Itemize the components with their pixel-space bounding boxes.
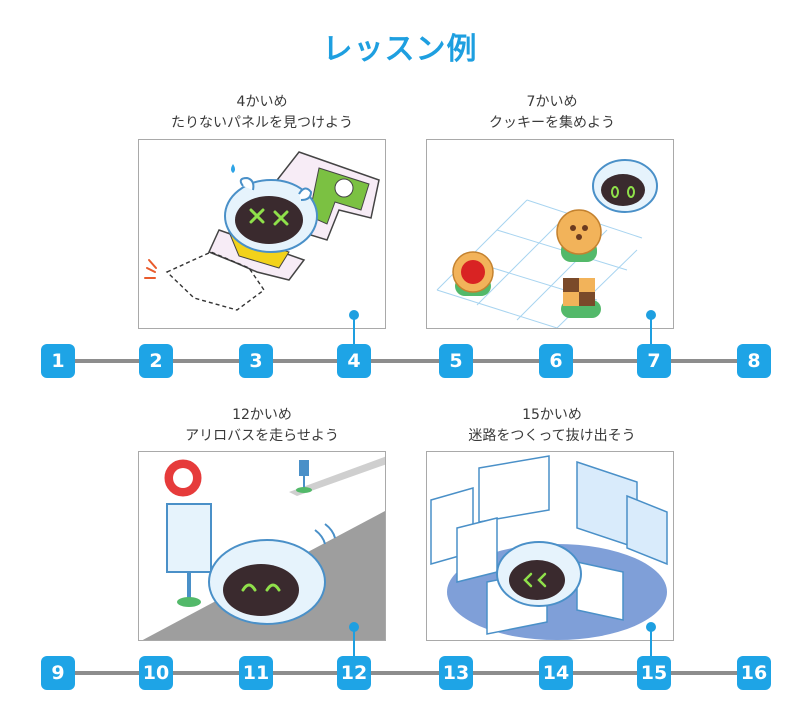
lesson-12-caption: 12かいめ アリロバスを走らせよう — [112, 405, 412, 447]
robot-bus — [208, 539, 326, 625]
lesson-7-illustration — [426, 139, 674, 329]
lesson-15-number: 15かいめ — [522, 407, 582, 423]
lesson-step-4: 4 — [337, 344, 371, 378]
lesson-step-15: 15 — [637, 656, 671, 690]
cookie-flower — [556, 209, 602, 262]
robot-happy — [592, 159, 658, 213]
robot-confused — [224, 176, 318, 253]
lesson-12-illustration — [138, 451, 386, 641]
distant-sign — [296, 460, 312, 493]
lesson-15-caption: 15かいめ 迷路をつくって抜け出そう — [402, 405, 702, 447]
page-title: レッスン例 — [322, 32, 478, 67]
lesson-15-pointer — [646, 622, 658, 666]
robot-maze — [496, 541, 582, 607]
lesson-step-6: 6 — [539, 344, 573, 378]
lesson-7-caption: 7かいめ クッキーを集めよう — [402, 92, 702, 134]
lesson-step-14: 14 — [539, 656, 573, 690]
lesson-step-2: 2 — [139, 344, 173, 378]
lesson-15-illustration — [426, 451, 674, 641]
surprise-mark-icon — [144, 259, 157, 279]
lesson-step-11: 11 — [239, 656, 273, 690]
lesson-7-number: 7かいめ — [526, 94, 578, 110]
lesson-step-8: 8 — [737, 344, 771, 378]
lesson-step-13: 13 — [439, 656, 473, 690]
lesson-step-12: 12 — [337, 656, 371, 690]
lesson-7-title: クッキーを集めよう — [489, 115, 615, 131]
timeline-top-line — [55, 359, 757, 363]
lesson-step-10: 10 — [139, 656, 173, 690]
timeline-bottom: 9 10 11 12 13 14 15 16 — [0, 656, 800, 690]
lesson-4-illustration — [138, 139, 386, 329]
lesson-4-title: たりないパネルを見つけよう — [171, 115, 353, 131]
sweat-drop-icon — [231, 164, 235, 173]
timeline-bottom-line — [55, 671, 757, 675]
lesson-12-number: 12かいめ — [232, 407, 292, 423]
lesson-15-title: 迷路をつくって抜け出そう — [468, 428, 636, 444]
lesson-step-3: 3 — [239, 344, 273, 378]
cookie-red — [452, 251, 494, 296]
bus-stop-sign — [161, 456, 212, 607]
lesson-step-9: 9 — [41, 656, 75, 690]
lesson-step-7: 7 — [637, 344, 671, 378]
lesson-4-number: 4かいめ — [236, 94, 288, 110]
lesson-4-caption: 4かいめ たりないパネルを見つけよう — [112, 92, 412, 134]
lesson-step-16: 16 — [737, 656, 771, 690]
lesson-step-5: 5 — [439, 344, 473, 378]
maze-walls — [430, 455, 668, 635]
lesson-7-pointer — [646, 310, 658, 354]
cookie-checker — [561, 278, 601, 318]
lesson-step-1: 1 — [41, 344, 75, 378]
timeline-top: 1 2 3 4 5 6 7 8 — [0, 344, 800, 378]
motion-lines-icon — [314, 523, 336, 545]
floor-grid — [436, 199, 643, 328]
lesson-4-pointer — [349, 310, 361, 354]
lesson-12-pointer — [349, 622, 361, 666]
lesson-12-title: アリロバスを走らせよう — [185, 428, 339, 444]
